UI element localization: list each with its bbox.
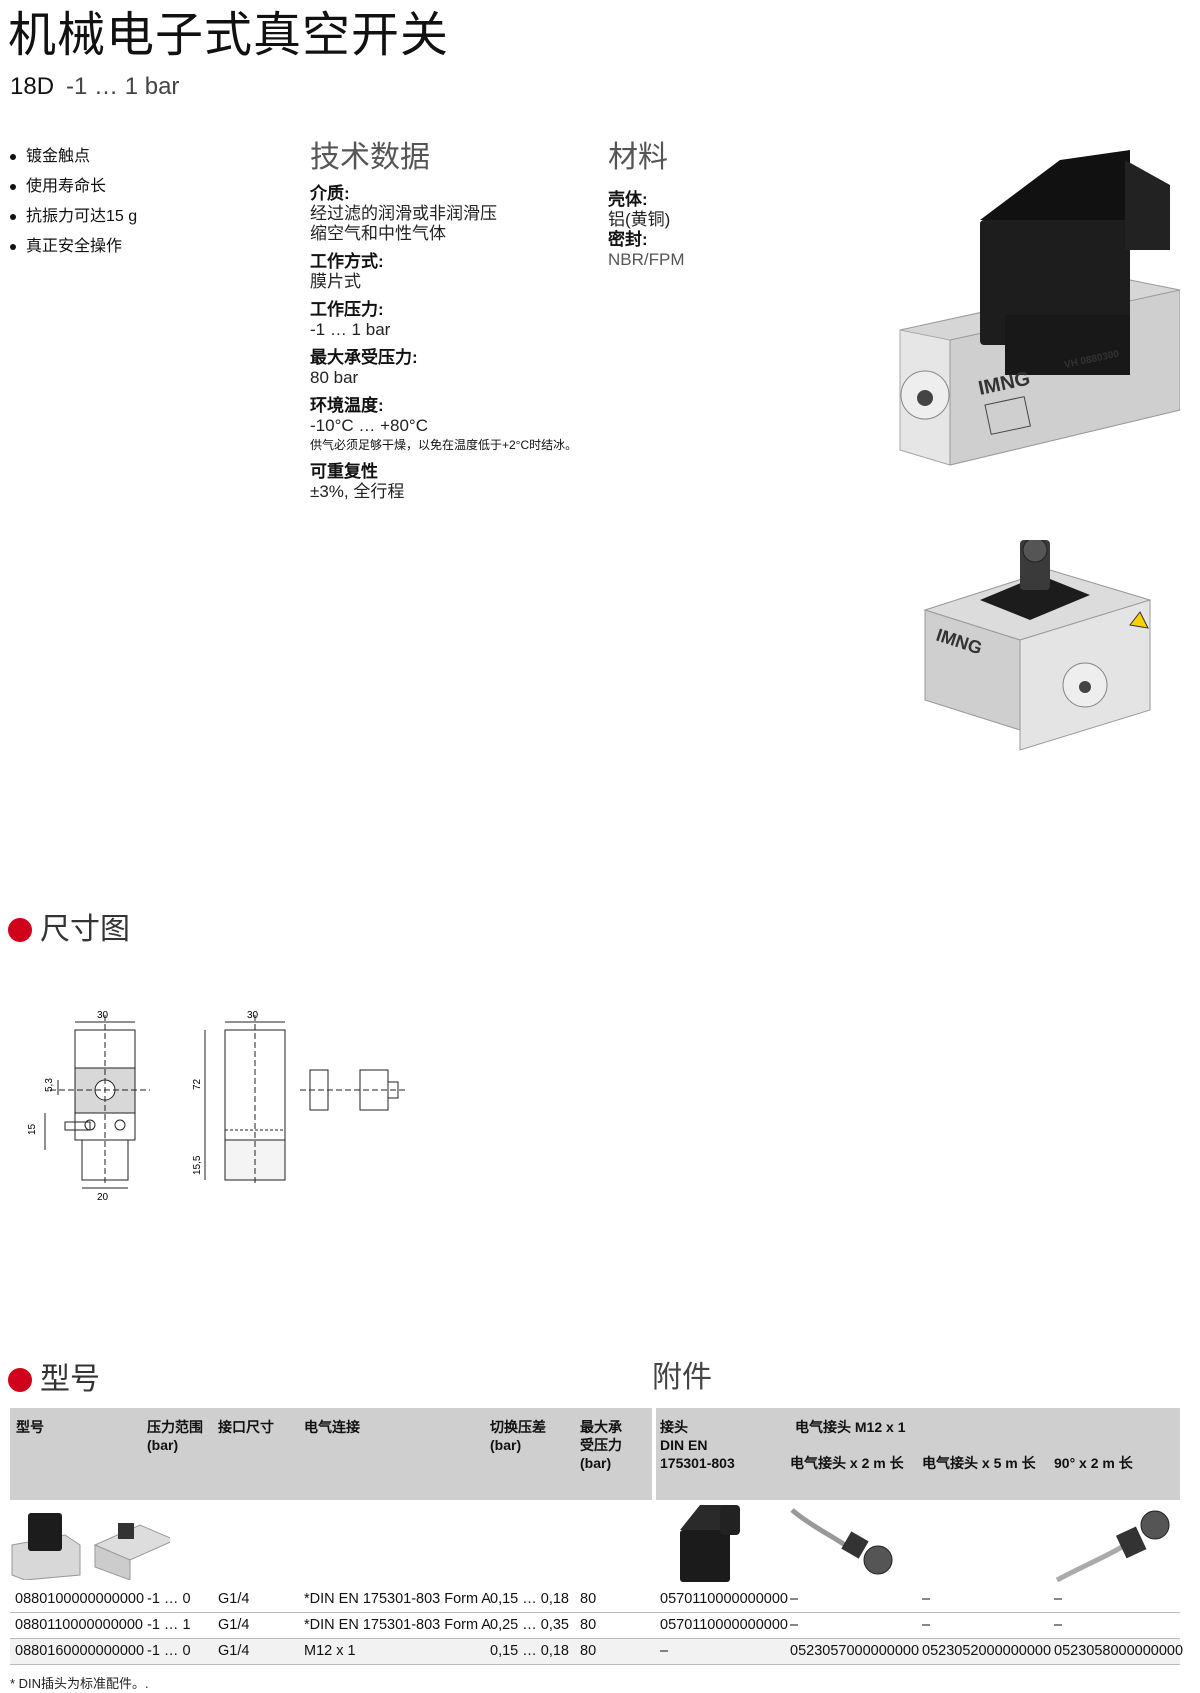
material-value: 铝(黄铜) [608,210,671,229]
table-row: 0880100000000000 -1 … 0 G1/4 *DIN EN 175… [10,1587,1180,1613]
models-heading: 型号 [8,1362,100,1398]
dim-width-2: 30 [247,1010,259,1021]
cell-hysteresis: 0,25 … 0,35 [490,1617,569,1633]
thumb-m12-cable-straight [790,1508,893,1575]
col-din: 接头 DIN EN 175301-803 [660,1419,735,1471]
cell-m12-2m: – [790,1591,799,1607]
spec-label: 工作压力: [310,300,384,319]
product-photo-m12: IMNG [923,540,1152,751]
feature-list: 镀金触点 使用寿命长 抗振力可达15 g 真正安全操作 [10,142,137,262]
spec-label: 工作方式: [310,252,384,271]
cell-m12-5m: – [922,1617,931,1633]
footnote: * DIN插头为标准配件。. [10,1676,149,1691]
cell-m12-90: – [1054,1617,1063,1633]
materials-heading: 材料 [608,141,668,174]
cell-max: 80 [580,1617,597,1633]
cell-m12-90: 0523058000000000 [1054,1643,1184,1659]
cell-m12-2m: 0523057000000000 [790,1643,920,1659]
dimension-heading: 尺寸图 [8,912,130,948]
thumb-din-connector [680,1505,740,1582]
thumb-m12-cable-90 [1055,1510,1170,1583]
tech-data-list: 介质: 经过滤的润滑或非润滑压 缩空气和中性气体 工作方式: 膜片式 工作压力:… [310,184,610,502]
accessories-heading: 附件 [652,1361,712,1394]
cell-range: -1 … 1 [147,1617,191,1633]
page-title: 机械电子式真空开关 [8,9,450,62]
feature-item: 镀金触点 [10,142,137,172]
table-row: 0880110000000000 -1 … 1 G1/4 *DIN EN 175… [10,1613,1180,1639]
cell-connection: *DIN EN 175301-803 Form A [304,1591,491,1607]
cell-m12-5m: 0523052000000000 [922,1643,1052,1659]
material-label: 壳体: [608,190,648,209]
col-connection: 电气连接 [304,1419,360,1435]
cell-range: -1 … 0 [147,1643,191,1659]
col-max-pressure: 最大承 受压力 (bar) [580,1419,622,1471]
spec-value: 膜片式 [310,272,361,291]
cell-connection: *DIN EN 175301-803 Form A [304,1617,491,1633]
tech-data-heading: 技术数据 [310,141,430,174]
product-photo-din: IMNG VH 0880300 [899,150,1180,466]
col-model: 型号 [16,1419,44,1435]
cell-connection: M12 x 1 [304,1643,356,1659]
table-row: 0880160000000000 -1 … 0 G1/4 M12 x 1 0,1… [10,1639,1184,1665]
cell-m12-5m: – [922,1591,931,1607]
spec-label: 最大承受压力: [310,348,418,367]
cell-hysteresis: 0,15 … 0,18 [490,1591,569,1607]
spec-note: 供气必须足够干燥，以免在温度低于+2°C时结冰。 [310,438,578,452]
spec-value: -10°C … +80°C [310,416,429,435]
feature-item: 抗振力可达15 g [10,202,137,232]
col-m12-5m: 电气接头 x 5 m 长 [922,1455,1036,1471]
section-title-text: 尺寸图 [40,913,130,946]
spec-value: -1 … 1 bar [310,320,391,339]
feature-item: 真正安全操作 [10,232,137,262]
col-range: 压力范围 (bar) [147,1419,203,1453]
dimension-drawing: 30 20 5,3 15 30 72 15,5 [27,1010,405,1203]
cell-din: 0570110000000000 [660,1591,788,1607]
spec-label: 可重复性 [310,462,378,481]
spec-value: 80 bar [310,368,359,387]
dim-width-20: 20 [97,1192,109,1203]
column-separator [652,1408,656,1633]
red-dot-icon [8,918,32,942]
red-dot-icon [8,1368,32,1392]
pressure-range: -1 … 1 bar [66,73,180,100]
cell-din: 0570110000000000 [660,1617,788,1633]
section-title-text: 型号 [40,1363,100,1396]
material-value: NBR/FPM [608,250,685,269]
cell-din: – [660,1643,669,1659]
cell-hysteresis: 0,15 … 0,18 [490,1643,569,1659]
page-subtitle: 18D -1 … 1 bar [10,72,179,102]
col-m12: 电气接头 M12 x 1 [795,1419,906,1435]
spec-value: 缩空气和中性气体 [310,224,446,243]
dim-15: 15 [27,1123,38,1135]
model-number: 18D [10,73,55,100]
thumb-products [11,1513,170,1580]
spec-value: ±3%, 全行程 [310,482,405,501]
feature-item: 使用寿命长 [10,172,137,202]
cell-port: G1/4 [218,1643,250,1659]
dim-width-1: 30 [97,1010,109,1021]
cell-code: 0880160000000000 [15,1643,145,1659]
cell-port: G1/4 [218,1591,250,1607]
col-m12-90: 90° x 2 m 长 [1054,1455,1133,1471]
dim-155: 15,5 [192,1155,203,1175]
material-label: 密封: [608,230,648,249]
col-m12-2m: 电气接头 x 2 m 长 [790,1455,904,1471]
cell-m12-90: – [1054,1591,1063,1607]
spec-label: 介质: [310,184,350,203]
dim-53: 5,3 [44,1078,55,1092]
materials-list: 壳体: 铝(黄铜) 密封: NBR/FPM [608,190,808,270]
cell-port: G1/4 [218,1617,250,1633]
spec-label: 环境温度: [310,396,384,415]
cell-code: 0880110000000000 [15,1617,143,1633]
table-header [10,1408,1180,1500]
spec-value: 经过滤的润滑或非润滑压 [310,204,497,223]
dim-72: 72 [192,1078,203,1090]
col-hysteresis: 切换压差 (bar) [490,1419,546,1453]
cell-max: 80 [580,1643,597,1659]
cell-max: 80 [580,1591,597,1607]
col-port: 接口尺寸 [218,1419,274,1435]
cell-code: 0880100000000000 [15,1591,145,1607]
cell-range: -1 … 0 [147,1591,191,1607]
cell-m12-2m: – [790,1617,799,1633]
